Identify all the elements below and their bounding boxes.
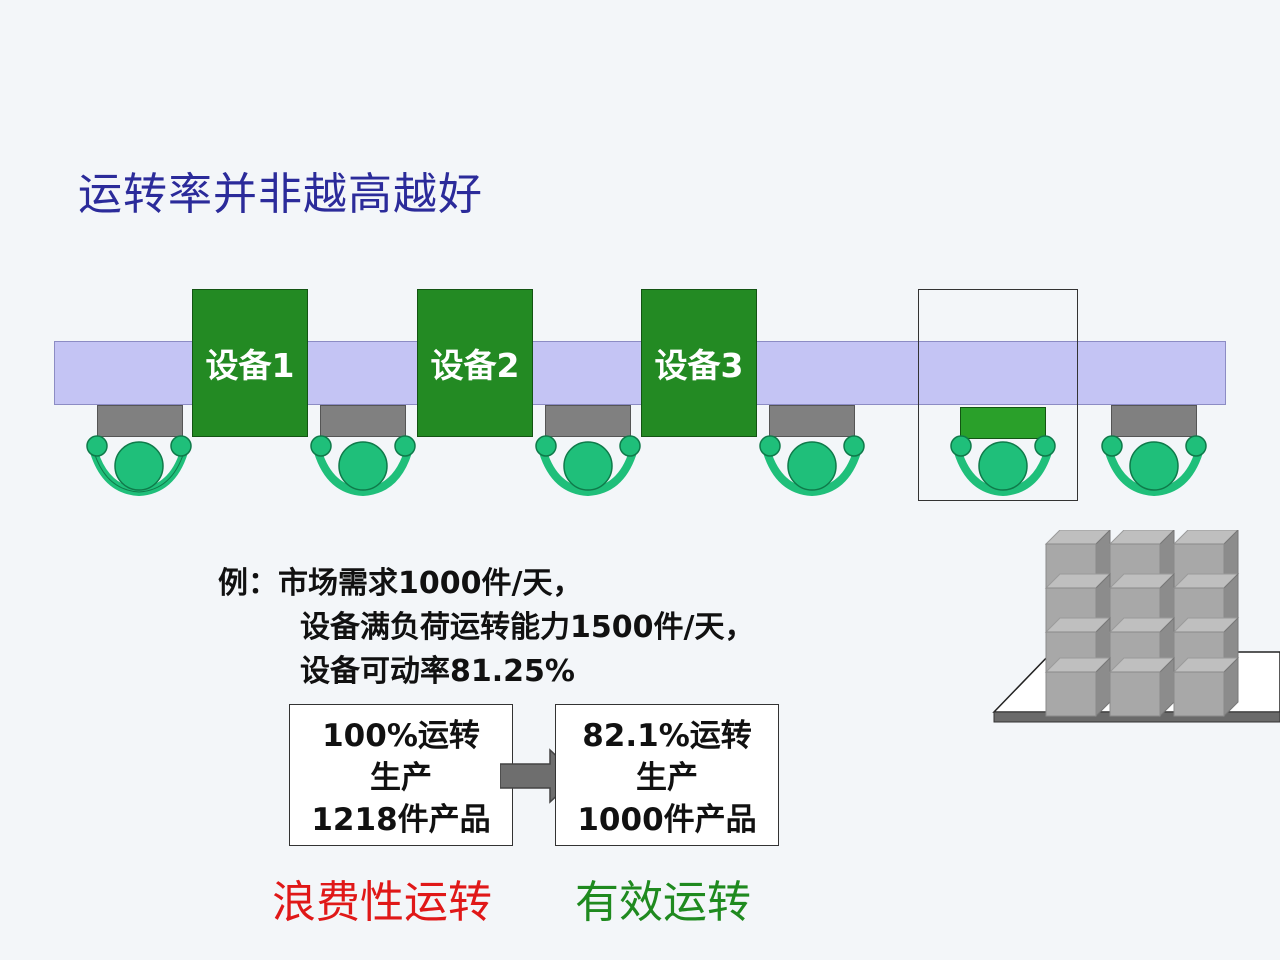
example-text: 例：市场需求1000件/天， 设备满负荷运转能力1500件/天， 设备可动率81… [218,562,754,694]
desk [320,405,406,437]
machine-2: 设备2 [417,289,533,437]
desk [97,405,183,437]
highlight-frame [918,289,1078,501]
machine-2-label: 设备2 [430,346,520,385]
desk [545,405,631,437]
box-right-line-2: 生产 [636,760,698,796]
worker-icon [1101,435,1207,496]
box-right-line-1: 82.1%运转 [582,718,752,754]
example-line-1: 市场需求1000件/天， [278,566,583,601]
box-left-line-3: 1218件产品 [311,802,491,838]
box-right-line-3: 1000件产品 [577,802,757,838]
machine-3-label: 设备3 [654,346,744,385]
desk [1111,405,1197,437]
page-title: 运转率并非越高越好 [78,169,483,220]
inventory-stack-icon [992,530,1280,723]
example-prefix: 例： [218,566,278,601]
worker-icon [759,435,865,496]
machine-1: 设备1 [192,289,308,437]
box-left-line-1: 100%运转 [322,718,480,754]
example-line-2: 设备满负荷运转能力1500件/天， [300,610,755,645]
worker-icon [535,435,641,496]
desk [769,405,855,437]
box-left-line-2: 生产 [370,760,432,796]
box-full-operation: 100%运转 生产 1218件产品 [289,704,513,846]
worker-icon [86,435,192,496]
machine-3: 设备3 [641,289,757,437]
label-wasteful-operation: 浪费性运转 [272,877,492,928]
worker-icon [950,435,1056,496]
machine-1-label: 设备1 [205,346,295,385]
label-effective-operation: 有效运转 [575,877,751,928]
example-line-3: 设备可动率81.25% [300,654,575,689]
desk-green [960,407,1046,439]
box-effective-operation: 82.1%运转 生产 1000件产品 [555,704,779,846]
worker-icon [310,435,416,496]
